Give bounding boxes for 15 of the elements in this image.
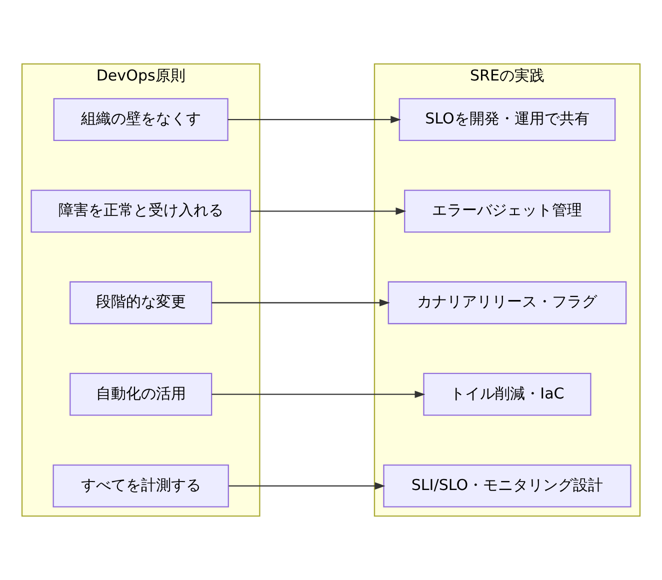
node-box: カナリアリリース・フラグ [388, 281, 627, 324]
node-box: SLOを開発・運用で共有 [398, 98, 616, 142]
node-box: SLI/SLO・モニタリング設計 [383, 464, 632, 508]
arrow [250, 208, 406, 215]
node-box: 障害を正常と受け入れる [30, 190, 251, 233]
node-box: エラーバジェット管理 [404, 190, 610, 233]
arrow [212, 299, 390, 306]
node-box: 段階的な変更 [70, 281, 212, 324]
node-box: すべてを計測する [52, 464, 229, 508]
arrow [228, 482, 386, 490]
arrow [228, 116, 402, 124]
node-box: 自動化の活用 [70, 372, 212, 416]
node-box: 組織の壁をなくす [53, 98, 228, 142]
node-box: トイル削減・IaC [423, 372, 592, 416]
arrow [212, 390, 426, 398]
